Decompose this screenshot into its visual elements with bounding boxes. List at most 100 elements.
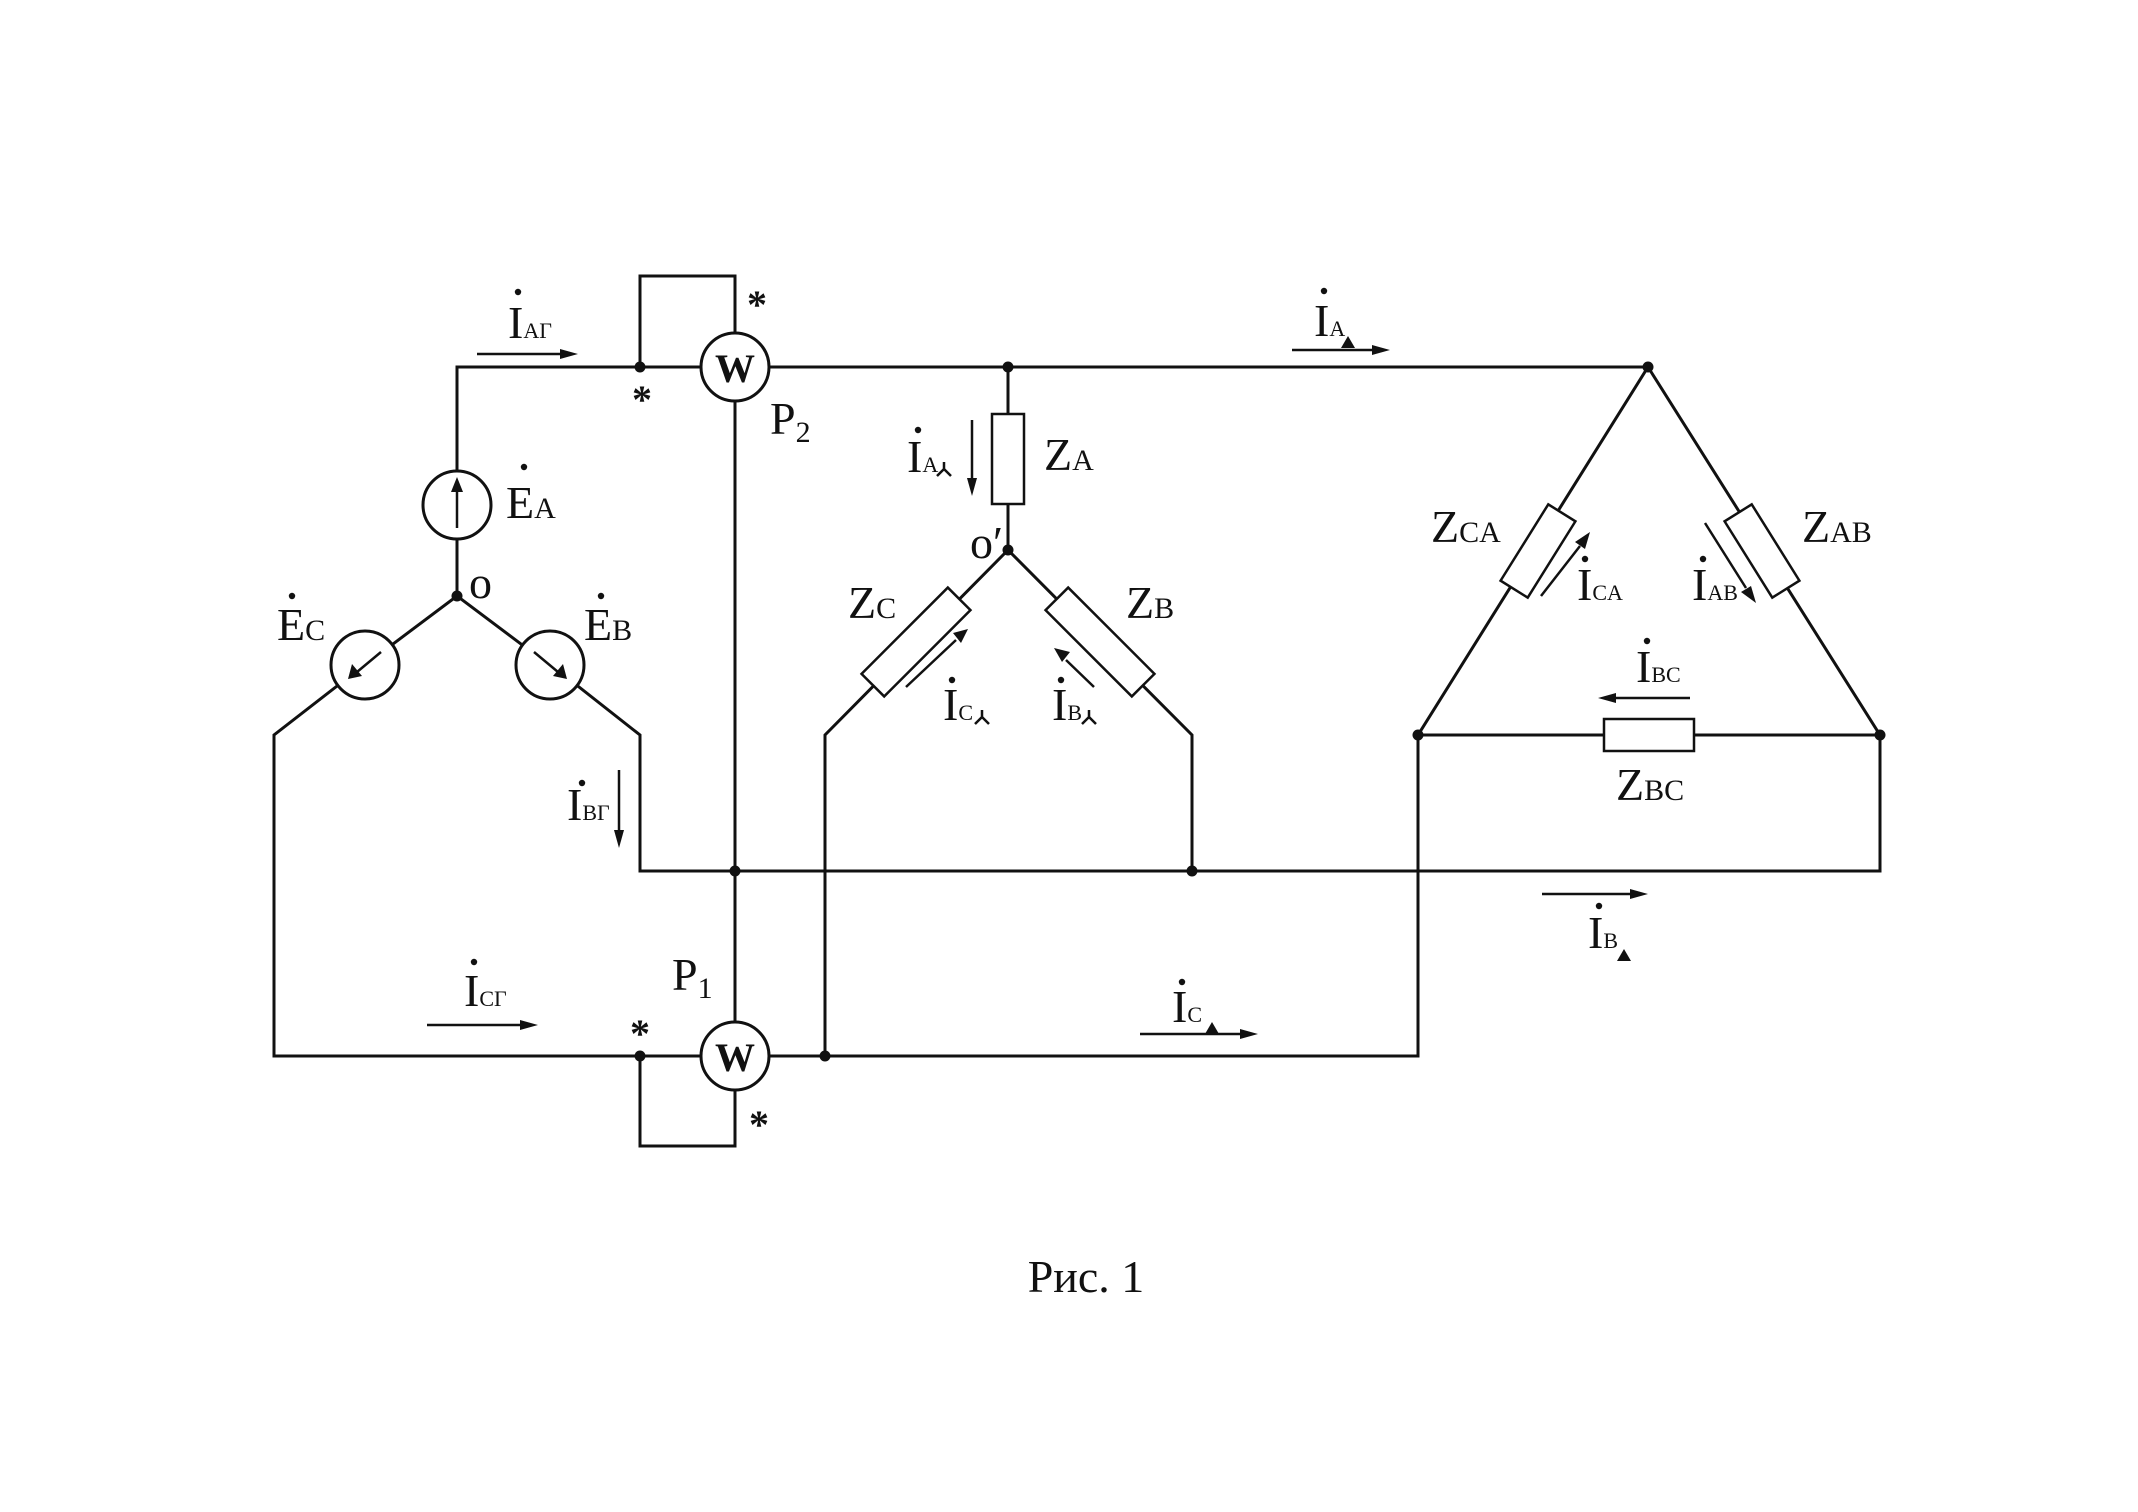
label-ibc: IBC: [1636, 641, 1681, 692]
phasor-dot: [597, 592, 605, 600]
phasor-dot: [948, 676, 956, 684]
wire-neutral-ec: [386, 593, 460, 650]
label-ibg: IВГ: [567, 779, 610, 830]
node-dot: [1002, 361, 1014, 373]
node-dot: [634, 1050, 646, 1062]
impedance-zb: [1043, 585, 1157, 699]
arrow-iay-head: [967, 478, 977, 496]
impedance-zc: [859, 585, 973, 699]
label-zc: ZC: [848, 577, 896, 628]
arrow-icy-head: [953, 629, 968, 643]
source-ea: [421, 469, 493, 541]
label-zbc: ZBC: [1616, 759, 1684, 810]
label-ea: EA: [506, 477, 556, 528]
phasor-dot: [1595, 902, 1603, 910]
label-icd: IC: [1172, 981, 1202, 1032]
wattmeter-p1-circle: [699, 1020, 771, 1092]
wattmeter-p2: W: [699, 331, 771, 403]
label-p2: P2: [770, 393, 811, 449]
arrow-iab: [1703, 522, 1748, 589]
phasor-dot: [1057, 676, 1065, 684]
wire-b-generator: [571, 680, 1882, 873]
wire-p1-loop: [638, 1054, 737, 1148]
impedance-zca: [1498, 502, 1578, 600]
current-arrows: [427, 345, 1756, 1039]
source-eb: [514, 629, 586, 701]
phasor-dot: [1699, 555, 1707, 563]
arrow-icy: [905, 639, 957, 688]
wattmeter-p1: W: [699, 1020, 771, 1092]
wye-icon: [974, 710, 990, 725]
junction-dots: [451, 361, 1886, 1062]
wattmeter-p2-circle: [699, 331, 771, 403]
label-zca: ZCA: [1431, 501, 1501, 552]
terminal-star-p1-current: *: [630, 1011, 650, 1056]
arrow-ibc-head: [1598, 693, 1616, 703]
arrow-ica-head: [1575, 532, 1590, 549]
label-iay: IA: [907, 431, 938, 482]
phasor-dot: [1320, 287, 1328, 295]
wye-icon: [936, 462, 952, 477]
delta-icon: [1205, 1022, 1219, 1034]
wattmeter-p1-symbol: W: [715, 1035, 755, 1080]
node-dot: [1186, 865, 1198, 877]
wattmeter-p2-symbol: W: [715, 346, 755, 391]
impedance-zab: [1722, 502, 1802, 600]
node-dot: [1002, 544, 1014, 556]
impedance-zbc: [1602, 717, 1696, 753]
label-zab: ZAB: [1802, 501, 1872, 552]
phasor-dot: [1581, 555, 1589, 563]
figure-caption: Рис. 1: [1028, 1251, 1145, 1302]
arrow-iag-head: [560, 349, 578, 359]
arrow-icg-head: [520, 1020, 538, 1030]
terminal-star-p2-current: *: [632, 377, 652, 422]
phasor-dot: [1178, 978, 1186, 986]
delta-icon: [1617, 949, 1631, 961]
label-zb: ZB: [1126, 577, 1174, 628]
phasor-dot: [288, 592, 296, 600]
phasor-dot: [514, 288, 522, 296]
arrow-ibg-head: [614, 830, 624, 848]
label-source-neutral: o: [469, 557, 492, 608]
node-dot: [451, 590, 463, 602]
phasor-dot: [914, 426, 922, 434]
arrow-ica: [1540, 545, 1581, 597]
wires: [272, 274, 1883, 1148]
label-iby: IB: [1052, 679, 1082, 730]
source-ec-arrow: [356, 651, 382, 673]
node-dot: [729, 865, 741, 877]
label-za: ZA: [1044, 429, 1094, 480]
phasor-dot: [578, 779, 586, 787]
labels: EA EB EC o P2 P1 ZA ZB ZC o′ ZAB ZCA ZBC…: [277, 295, 1872, 1302]
subscript-symbols: [936, 336, 1631, 1034]
label-ica: ICA: [1577, 559, 1623, 610]
arrow-iby: [1065, 659, 1095, 688]
node-dot: [819, 1050, 831, 1062]
wire-neutral-eb: [454, 593, 528, 650]
delta-icon: [1341, 336, 1355, 348]
arrow-icd-head: [1240, 1029, 1258, 1039]
arrow-ibd-head: [1630, 889, 1648, 899]
phasor-dots: [288, 287, 1707, 986]
label-icy: IC: [943, 679, 973, 730]
terminal-star-p1-voltage: *: [749, 1102, 769, 1147]
arrow-iad-head: [1372, 345, 1390, 355]
label-ec: EC: [277, 599, 325, 650]
label-iab: IAB: [1692, 559, 1738, 610]
wire-c-generator: [272, 680, 703, 1058]
source-eb-arrowhead: [553, 664, 567, 679]
source-ec: [329, 629, 401, 701]
node-dot: [1412, 729, 1424, 741]
label-iag: IАГ: [508, 297, 552, 348]
wire-p2-loop: [638, 274, 737, 369]
phasor-dot: [470, 958, 478, 966]
node-dot: [1874, 729, 1886, 741]
label-eb: EB: [584, 599, 632, 650]
label-p1: P1: [672, 949, 713, 1005]
label-ibd: IB: [1588, 907, 1618, 958]
phasor-dot: [1643, 637, 1651, 645]
phasor-dot: [520, 463, 528, 471]
wye-icon: [1081, 710, 1097, 725]
impedance-za: [990, 412, 1026, 506]
